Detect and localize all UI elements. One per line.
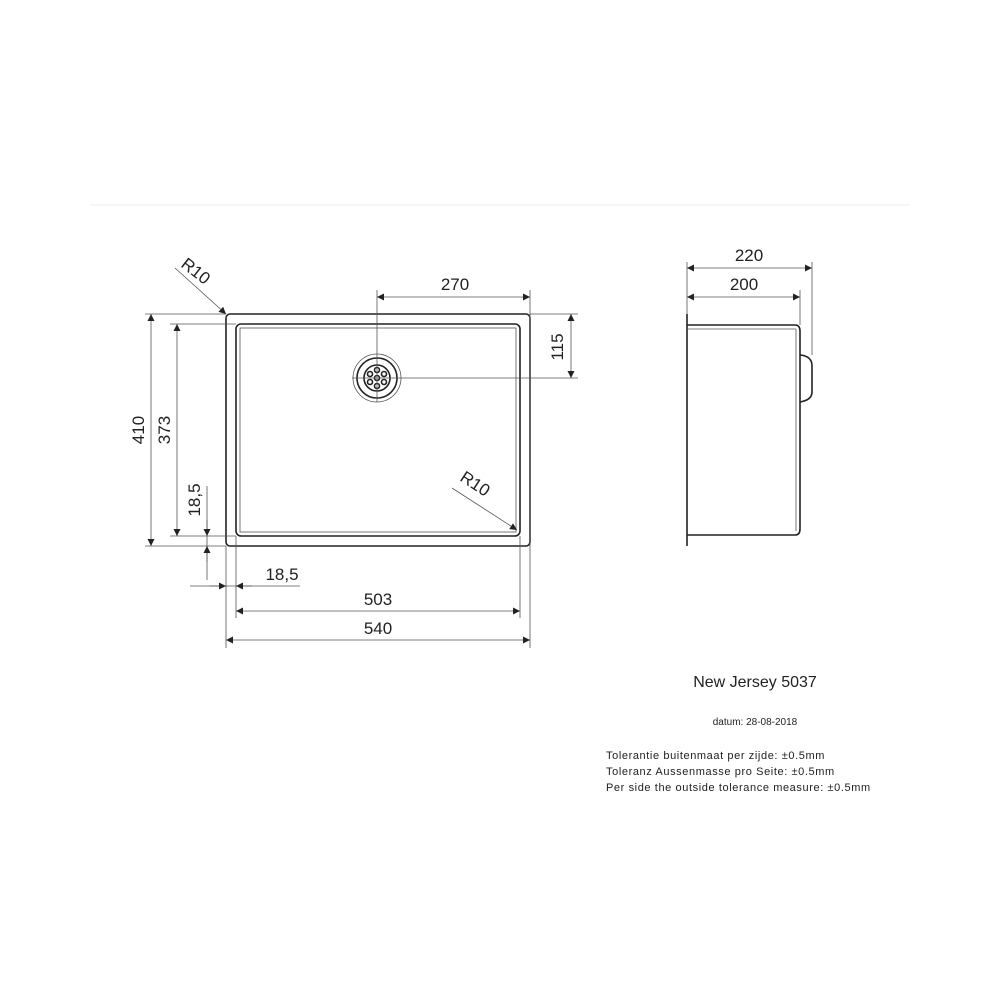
side-view: 220 200 — [686, 246, 813, 546]
tolerance-de: Toleranz Aussenmasse pro Seite: ±0.5mm — [606, 766, 835, 778]
tolerance-nl: Tolerantie buitenmaat per zijde: ±0.5mm — [606, 750, 825, 762]
side-dimension-lines — [687, 264, 812, 301]
bowl-inner-edge — [239, 327, 517, 533]
dim-radius-inner: R10 — [457, 467, 494, 500]
dim-outer-depth: 410 — [129, 416, 148, 444]
drawing-date: datum: 28-08-2018 — [712, 717, 798, 728]
side-drain-bump — [799, 354, 813, 403]
dim-bowl-height: 200 — [730, 275, 758, 294]
dim-inner-depth: 373 — [155, 416, 174, 444]
dim-rim-horizontal: 18,5 — [265, 565, 298, 584]
tolerance-en: Per side the outside tolerance measure: … — [606, 782, 871, 794]
dim-drain-offset-x: 270 — [441, 275, 469, 294]
sink-bowl-outline — [235, 323, 521, 537]
dimension-lines — [147, 267, 575, 644]
extension-lines — [145, 290, 578, 648]
product-title: New Jersey 5037 — [693, 674, 817, 691]
dim-rim-vertical: 18,5 — [185, 483, 204, 516]
dim-inner-width: 503 — [364, 590, 392, 609]
dim-drain-offset-y: 115 — [548, 333, 567, 360]
top-view: 270 115 410 373 18,5 18,5 503 540 R10 R1… — [129, 254, 578, 648]
sink-outer-outline — [225, 313, 531, 547]
dim-radius-outer: R10 — [178, 254, 214, 288]
dim-outer-width: 540 — [364, 619, 392, 638]
side-bowl-outline — [687, 324, 801, 536]
dim-total-height: 220 — [735, 246, 763, 265]
